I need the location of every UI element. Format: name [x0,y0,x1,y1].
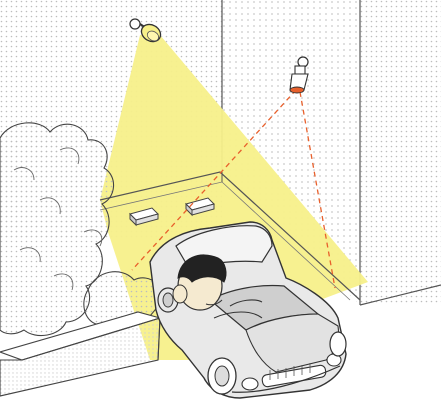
right-wall [360,0,441,305]
